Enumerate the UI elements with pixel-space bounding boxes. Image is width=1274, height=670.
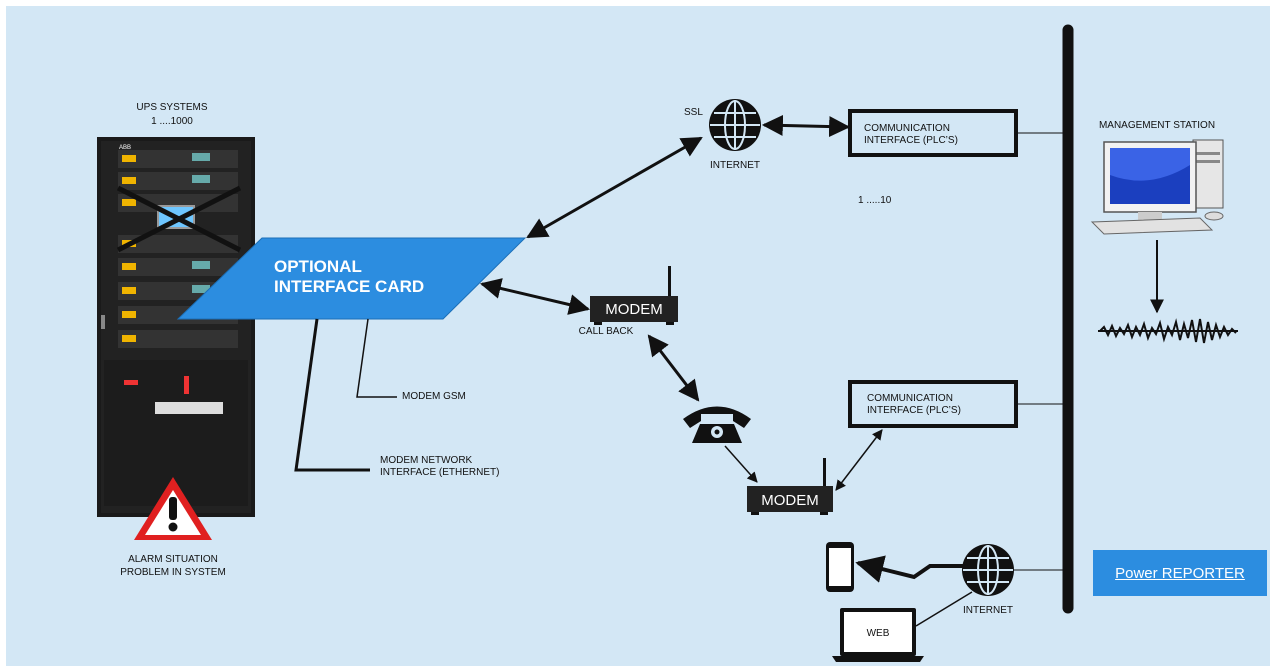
wireless-link-arrow: [855, 555, 963, 583]
modem-phone-arrow: [647, 334, 700, 402]
waveform-signal: [1098, 318, 1238, 344]
ups-range: 1 ....1000: [151, 116, 193, 127]
internet-comm-arrow: [761, 114, 851, 138]
comm-top-line2: INTERFACE (PLC’S): [864, 135, 958, 146]
card-label-line2: INTERFACE CARD: [274, 277, 424, 296]
management-station-label: MANAGEMENT STATION: [1099, 120, 1215, 131]
modem-network-line1: MODEM NETWORK: [380, 455, 473, 466]
internet-top-label: INTERNET: [710, 160, 760, 171]
optional-interface-card: [176, 237, 527, 320]
ethernet-connector-line: [294, 318, 370, 472]
laptop-internet-link: [915, 591, 973, 627]
ups-brand-label: ABB: [119, 145, 131, 151]
phone-modem-arrow: [724, 445, 758, 483]
alarm-line1: ALARM SITUATION: [128, 554, 218, 565]
alarm-warning-icon: [134, 477, 212, 540]
web-label: WEB: [867, 628, 890, 639]
callback-caption: CALL BACK: [579, 326, 634, 337]
laptop-icon: [832, 608, 924, 662]
modem-callback-device: [590, 266, 678, 325]
communication-interface-bottom: [848, 380, 1018, 428]
modem-callback-label: MODEM: [605, 301, 663, 318]
ssl-label: SSL: [684, 107, 703, 118]
ups-title: UPS SYSTEMS: [136, 102, 207, 113]
comm-top-range: 1 .....10: [858, 195, 892, 206]
globe-icon: [709, 99, 761, 151]
alarm-line2: PROBLEM IN SYSTEM: [120, 567, 226, 578]
globe-icon-bottom: [962, 544, 1014, 596]
management-computer-icon: [1090, 139, 1224, 235]
smartphone-icon: [826, 542, 854, 592]
comm-bottom-line2: INTERFACE (PLC’S): [867, 405, 961, 416]
comm-top-line1: COMMUNICATION: [864, 123, 950, 134]
card-internet-arrow: [526, 136, 703, 239]
power-reporter-label: Power REPORTER: [1115, 564, 1245, 582]
modem-comm-arrow: [835, 429, 883, 491]
ups-cabinet: [97, 137, 255, 517]
internet-bottom-label: INTERNET: [963, 605, 1013, 616]
comm-bottom-line1: COMMUNICATION: [867, 393, 953, 404]
modem-bottom-label: MODEM: [761, 492, 819, 509]
modem-network-line2: INTERFACE (ETHERNET): [380, 467, 499, 478]
telephone-icon: [683, 406, 751, 443]
gsm-connector-line: [356, 318, 397, 398]
modem-bottom-device: [747, 458, 833, 515]
card-label-line1: OPTIONAL: [274, 257, 362, 276]
card-modem-arrow: [479, 278, 591, 315]
modem-gsm-label: MODEM GSM: [402, 391, 466, 402]
power-reporter-link[interactable]: Power REPORTER: [1093, 550, 1267, 596]
